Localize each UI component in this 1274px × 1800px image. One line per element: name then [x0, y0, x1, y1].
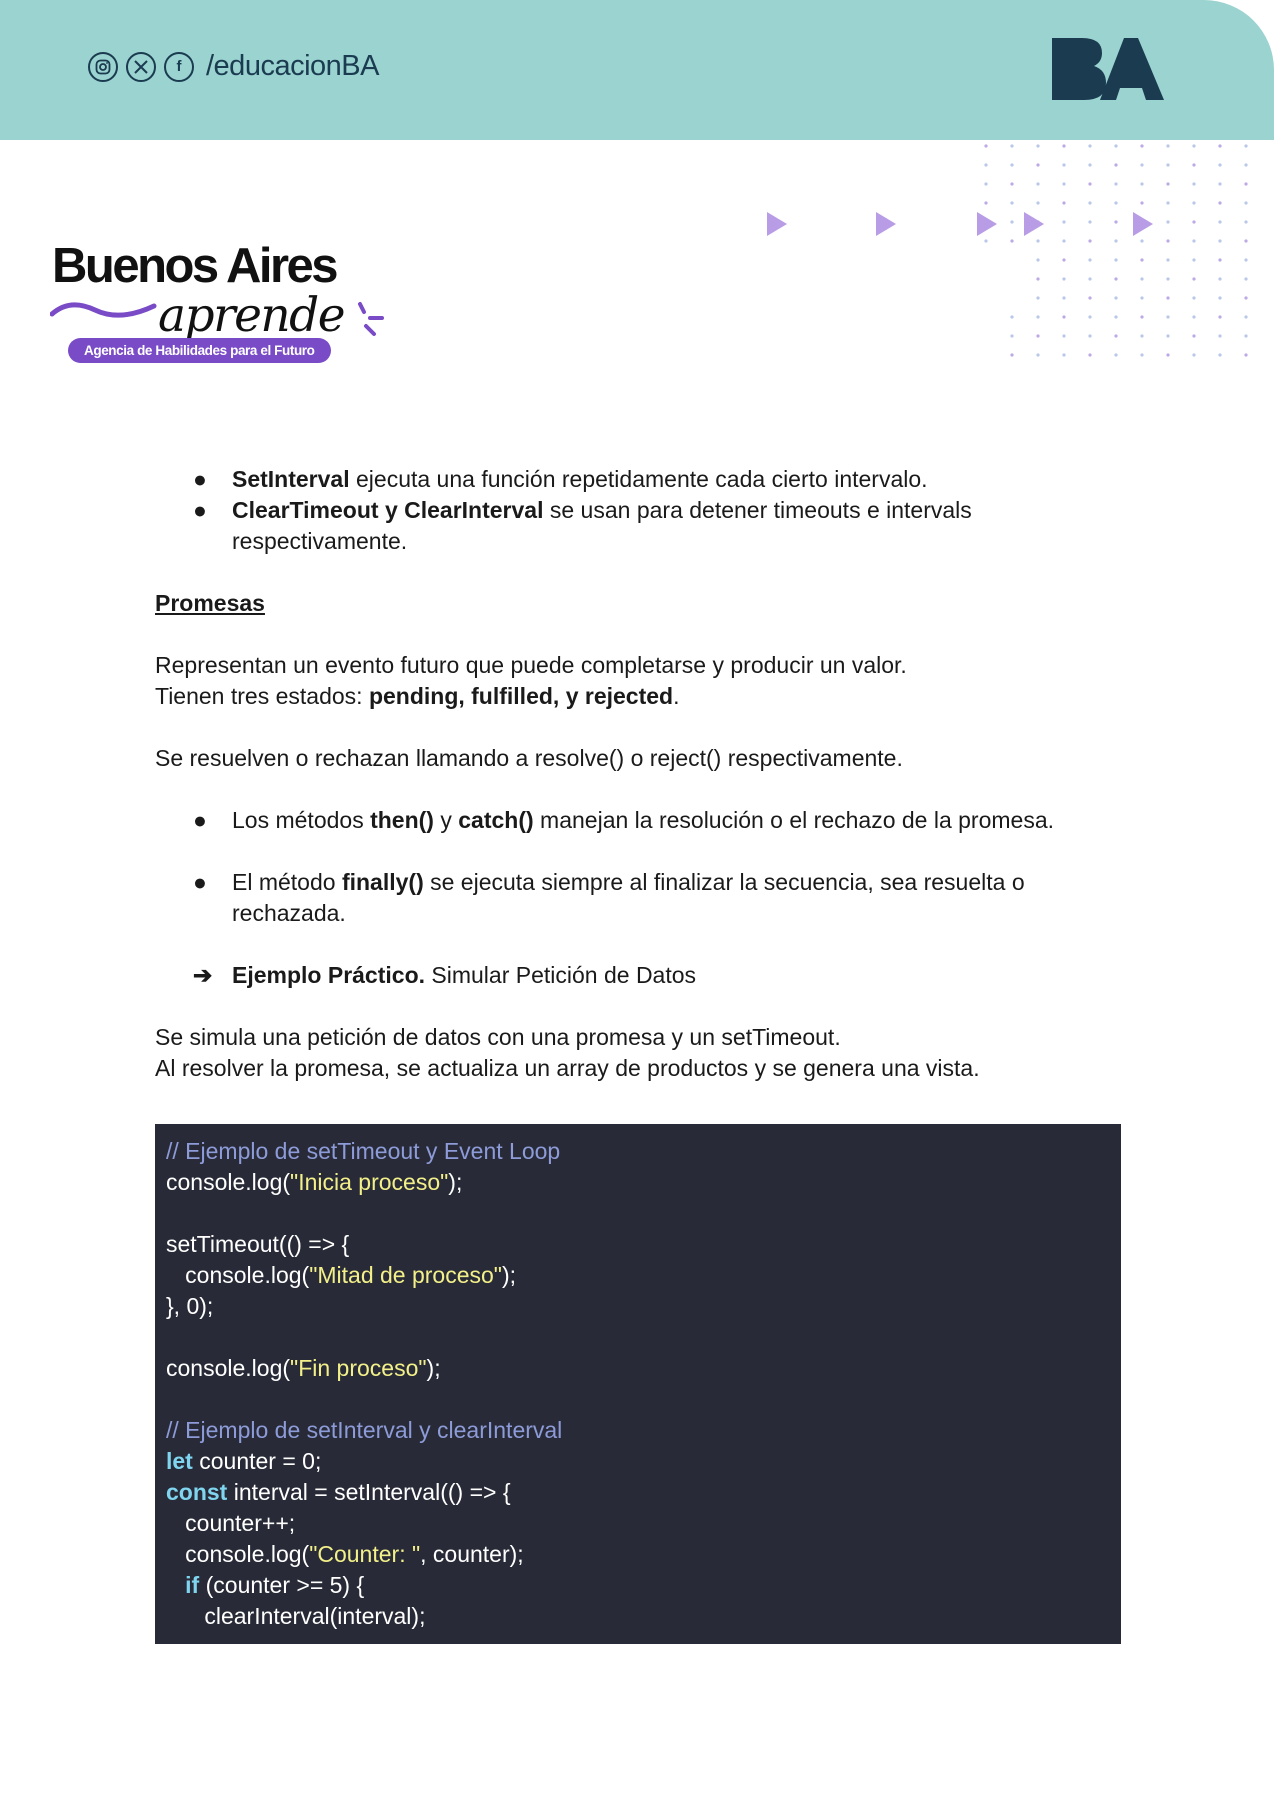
code-line: counter++;	[166, 1510, 296, 1536]
decorative-dot-pattern	[984, 144, 1248, 357]
swoosh-icon	[50, 302, 157, 318]
section-heading: Promesas	[155, 590, 265, 616]
bullet-icon: ●	[193, 869, 207, 895]
code-line: console.log("Mitad de proceso");	[166, 1262, 517, 1288]
logo-title: Buenos Aires	[52, 239, 339, 293]
paragraph: Tienen tres estados: pending, fulfilled,…	[155, 683, 680, 709]
play-triangle-icon	[1133, 212, 1153, 236]
code-line: let counter = 0;	[166, 1448, 322, 1474]
code-line: console.log("Fin proceso");	[166, 1355, 441, 1381]
play-triangle-icon	[876, 212, 896, 236]
x-icon[interactable]	[126, 51, 156, 82]
code-line	[166, 1198, 1121, 1229]
paragraph: Se simula una petición de datos con una …	[155, 1024, 841, 1050]
code-line: const interval = setInterval(() => {	[166, 1479, 511, 1505]
paragraph: Se resuelven o rechazan llamando a resol…	[155, 745, 903, 771]
logo-badge: Agencia de Habilidades para el Futuro	[68, 338, 331, 363]
facebook-icon[interactable]: f	[164, 51, 194, 82]
code-line: if (counter >= 5) {	[185, 1572, 365, 1598]
ba-logo	[1052, 38, 1164, 105]
play-triangle-icon	[977, 212, 997, 236]
code-line: // Ejemplo de setTimeout y Event Loop	[166, 1138, 561, 1164]
document-body: ● SetInterval ejecuta una función repeti…	[155, 464, 1115, 1084]
list-item: ➔ Ejemplo Práctico. Simular Petición de …	[155, 960, 1115, 991]
play-triangle-icon	[767, 212, 787, 236]
list-item: ● El método finally() se ejecuta siempre…	[193, 869, 1025, 926]
code-line: // Ejemplo de setInterval y clearInterva…	[166, 1417, 563, 1443]
list-item: ● SetInterval ejecuta una función repeti…	[155, 464, 1115, 495]
code-line: clearInterval(interval);	[166, 1603, 426, 1629]
bullet-icon: ●	[193, 466, 207, 492]
paragraph: Al resolver la promesa, se actualiza un …	[155, 1055, 980, 1081]
code-line: }, 0);	[166, 1293, 214, 1319]
buenos-aires-aprende-logo: Buenos Aires aprende Agencia de Habilida…	[50, 238, 390, 368]
social-handle[interactable]: /educacionBA	[206, 50, 379, 82]
social-links: f /educacionBA	[88, 50, 379, 83]
code-line: setTimeout(() => {	[166, 1231, 350, 1257]
list-item: ● Los métodos then() y catch() manejan l…	[155, 805, 1115, 836]
bullet-icon: ●	[193, 807, 207, 833]
list-item: ● ClearTimeout y ClearInterval se usan p…	[193, 497, 972, 554]
bullet-icon: ●	[193, 497, 207, 523]
sparkle-icon	[358, 302, 384, 336]
code-line: console.log("Inicia proceso");	[166, 1169, 463, 1195]
code-line	[166, 1322, 1121, 1353]
play-triangle-icon	[1024, 212, 1044, 236]
paragraph: Representan un evento futuro que puede c…	[155, 652, 907, 678]
code-line	[166, 1384, 1121, 1415]
header-band: f /educacionBA	[0, 0, 1274, 140]
code-block: // Ejemplo de setTimeout y Event Loop con…	[155, 1124, 1121, 1644]
logo-script: aprende	[158, 288, 346, 343]
arrow-right-icon: ➔	[193, 962, 213, 988]
instagram-icon[interactable]	[88, 51, 118, 82]
code-line: console.log("Counter: ", counter);	[166, 1541, 524, 1567]
